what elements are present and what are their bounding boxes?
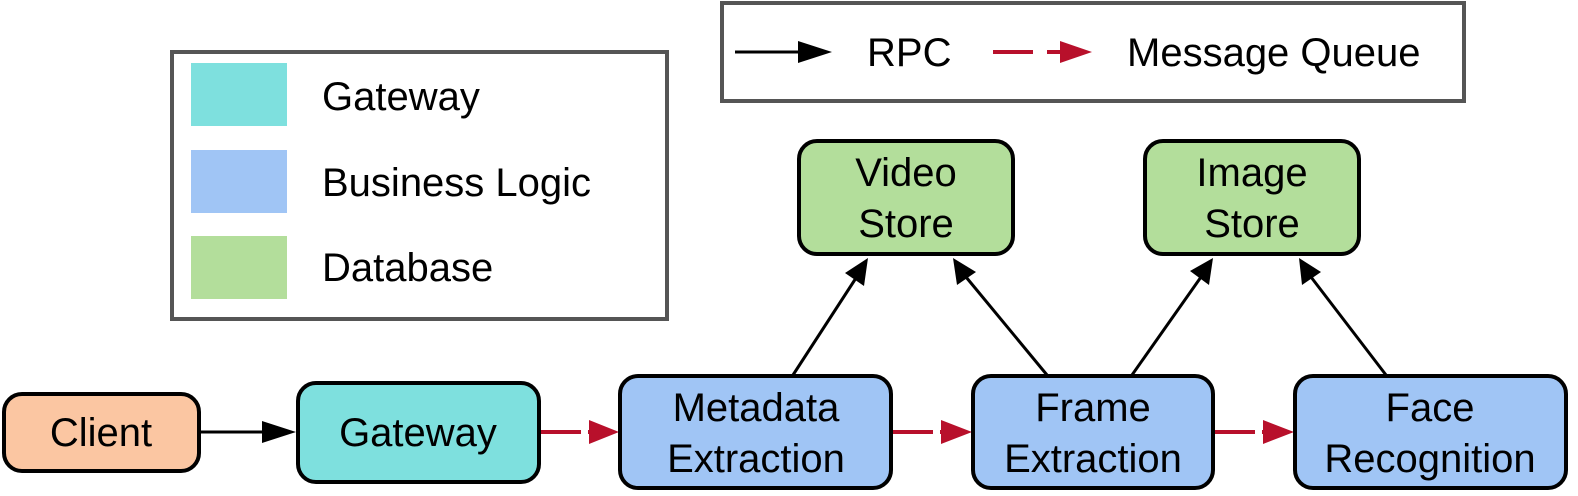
node-metadata-extraction: Metadata Extraction <box>618 374 893 490</box>
node-video-store-label-line-1: Video <box>855 151 957 195</box>
node-face-recognition-label-line-1: Face <box>1386 386 1475 430</box>
edge-face-to-image-store <box>1309 276 1388 376</box>
node-frame-extraction: Frame Extraction <box>971 374 1215 490</box>
queue-legend-label: Message Queue <box>1127 31 1421 75</box>
legend-swatch-database <box>191 236 287 299</box>
edge-frame-to-video-store <box>964 276 1049 376</box>
node-gateway: Gateway <box>296 381 541 484</box>
legend-label-business-logic: Business Logic <box>322 161 591 205</box>
legend-swatch-business-logic <box>191 150 287 213</box>
edge-frame-to-video-store-arrowhead <box>953 258 976 285</box>
legend-label-gateway: Gateway <box>322 75 480 119</box>
node-gateway-box <box>296 381 541 484</box>
edge-legend-frame <box>720 1 1466 103</box>
edge-metadata-to-frame-arrowhead <box>941 420 972 444</box>
node-client: Client <box>2 392 201 473</box>
edge-metadata-to-video-store <box>791 277 858 376</box>
node-frame-extraction-label-line-2: Extraction <box>1004 437 1182 481</box>
queue-legend-arrowhead <box>1060 41 1092 63</box>
node-image-store-label-line-2: Store <box>1204 202 1300 246</box>
edge-client-to-gateway-arrowhead <box>262 421 296 443</box>
node-video-store-box <box>797 139 1015 256</box>
queue-edges <box>540 420 1294 444</box>
edge-gateway-to-metadata-arrowhead <box>589 420 619 444</box>
node-image-store: Image Store <box>1143 139 1361 256</box>
node-image-store-label-line-1: Image <box>1196 151 1307 195</box>
node-gateway-label: Gateway <box>339 411 497 455</box>
node-frame-extraction-box <box>971 374 1215 490</box>
rpc-legend-label: RPC <box>867 31 951 75</box>
edge-legend: RPC Message Queue <box>720 1 1466 103</box>
edge-frame-to-image-store <box>1130 276 1203 376</box>
node-metadata-extraction-box <box>618 374 893 490</box>
rpc-edges <box>198 258 1388 443</box>
edge-face-to-image-store-arrowhead <box>1299 258 1321 285</box>
node-video-store-label-line-2: Store <box>858 202 954 246</box>
edge-frame-to-image-store-arrowhead <box>1190 258 1213 285</box>
edge-metadata-to-video-store-arrowhead <box>845 258 868 286</box>
node-client-box <box>2 392 201 473</box>
edge-frame-to-face-arrowhead <box>1263 420 1294 444</box>
legend-swatch-gateway <box>191 63 287 126</box>
node-face-recognition-box <box>1293 374 1568 490</box>
node-image-store-box <box>1143 139 1361 256</box>
legend-label-database: Database <box>322 246 493 290</box>
category-legend: Gateway Business Logic Database <box>170 50 669 321</box>
node-video-store: Video Store <box>797 139 1015 256</box>
node-face-recognition: Face Recognition <box>1293 374 1568 490</box>
node-face-recognition-label-line-2: Recognition <box>1324 437 1535 481</box>
node-client-label: Client <box>50 411 152 455</box>
rpc-legend-arrowhead <box>798 41 832 63</box>
node-metadata-extraction-label-line-1: Metadata <box>673 386 841 430</box>
node-frame-extraction-label-line-1: Frame <box>1035 386 1151 430</box>
node-metadata-extraction-label-line-2: Extraction <box>667 437 845 481</box>
